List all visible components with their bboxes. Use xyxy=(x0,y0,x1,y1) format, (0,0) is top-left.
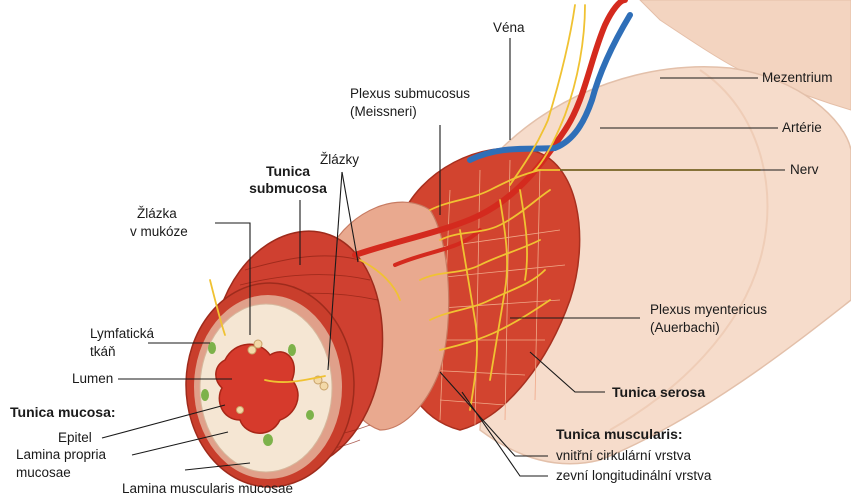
label-zlazky: Žlázky xyxy=(320,152,359,168)
label-plexus-submucosus-1: Plexus submucosus xyxy=(350,86,470,102)
label-tunica-serosa: Tunica serosa xyxy=(612,384,705,400)
label-plexus-submucosus-2: (Meissneri) xyxy=(350,104,417,120)
lymph-nodule xyxy=(201,389,209,401)
label-lamina-propria-2: mucosae xyxy=(16,465,71,481)
lymph-nodule xyxy=(306,410,314,420)
label-tunica-submucosa-2: submucosa xyxy=(232,180,344,196)
label-nerv: Nerv xyxy=(790,162,819,178)
label-vnitrni: vnitřní cirkulární vrstva xyxy=(556,448,691,464)
label-lymfaticka-1: Lymfatická xyxy=(90,326,154,342)
label-tunica-muscularis: Tunica muscularis: xyxy=(556,426,683,442)
label-lamina-propria-1: Lamina propria xyxy=(16,447,106,463)
label-vena: Véna xyxy=(493,20,525,36)
label-zlazka-1: Žlázka xyxy=(137,206,177,222)
label-mezentrium: Mezentrium xyxy=(762,70,833,86)
label-zlazka-2: v mukóze xyxy=(130,224,188,240)
label-lamina-muscularis: Lamina muscularis mucosae xyxy=(122,481,293,497)
label-plexus-myentericus-2: (Auerbachi) xyxy=(650,320,720,336)
lymph-nodule xyxy=(288,344,296,356)
label-plexus-myentericus-1: Plexus myentericus xyxy=(650,302,767,318)
label-zevni: zevní longitudinální vrstva xyxy=(556,468,711,484)
label-tunica-mucosa: Tunica mucosa: xyxy=(10,404,116,420)
lymph-nodule xyxy=(263,434,273,446)
lymph-nodule xyxy=(208,342,216,354)
label-lumen: Lumen xyxy=(72,371,113,387)
label-arterie: Artérie xyxy=(782,120,822,136)
label-lymfaticka-2: tkáň xyxy=(90,344,116,360)
label-epitel: Epitel xyxy=(58,430,92,446)
